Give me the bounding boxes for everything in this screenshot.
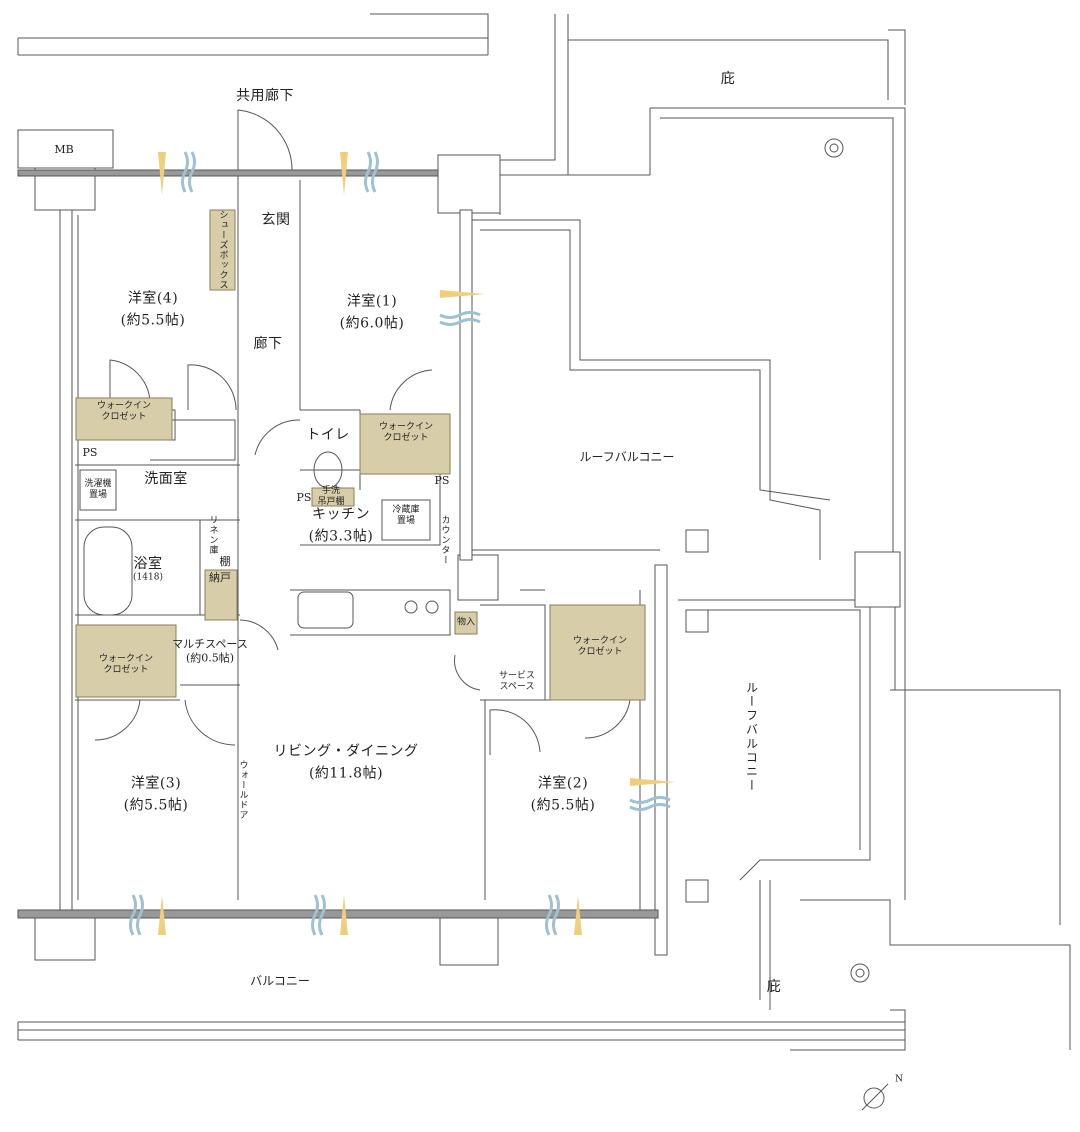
counter-label: カウンター bbox=[439, 515, 450, 565]
service-space-label: サービス スペース bbox=[498, 670, 536, 692]
corridor-railing bbox=[17, 13, 489, 56]
wash-room-label: 洗面室 bbox=[144, 471, 188, 488]
room-4-label: 洋室(4) (約5.5帖) bbox=[120, 290, 186, 328]
bath-label: 浴室 bbox=[133, 556, 163, 573]
toilet-label: トイレ bbox=[306, 427, 350, 444]
ldk-label: リビング・ダイニング (約11.8帖) bbox=[273, 743, 419, 781]
walk-in-closet-label-2: ウォークイン クロゼット bbox=[378, 421, 434, 443]
ps-label-3: PS bbox=[296, 490, 312, 504]
roof-balcony-label-1: ルーフバルコニー bbox=[579, 450, 675, 465]
fridge-space-label: 冷蔵庫 置場 bbox=[392, 504, 420, 526]
walk-in-closet-label-4: ウォークイン クロゼット bbox=[572, 635, 628, 657]
eaves-bottom-label: 庇 bbox=[766, 979, 782, 996]
mb-label: MB bbox=[54, 142, 74, 156]
washer-space-label: 洗濯機 置場 bbox=[84, 478, 112, 500]
roof-balcony-label-2: ルーフバルコニー bbox=[744, 681, 759, 793]
bath-size-label: (1418) bbox=[133, 572, 163, 583]
walk-in-closet-label-1: ウォークイン クロゼット bbox=[96, 400, 152, 422]
ps-label-1: PS bbox=[82, 445, 98, 459]
airflow-markers bbox=[129, 151, 675, 936]
room-2-label: 洋室(2) (約5.5帖) bbox=[530, 775, 596, 813]
compass-rose bbox=[863, 1087, 885, 1109]
linen-storage-label: リネン庫 bbox=[207, 515, 218, 555]
balcony-railing bbox=[17, 1021, 905, 1041]
wall-door-label: ウォールドア bbox=[237, 760, 248, 820]
entrance-label: 玄関 bbox=[261, 212, 291, 229]
room-1-label: 洋室(1) (約6.0帖) bbox=[339, 293, 405, 331]
roof-balcony-outline bbox=[649, 107, 1061, 925]
room-3-label: 洋室(3) (約5.5帖) bbox=[123, 775, 189, 813]
hand-wash-label: 手洗 吊戸棚 bbox=[317, 485, 345, 507]
closets bbox=[75, 209, 646, 701]
storage-label: 物入 bbox=[456, 617, 476, 628]
shared-corridor-label: 共用廊下 bbox=[236, 88, 294, 105]
ps-label-2: PS bbox=[434, 473, 450, 487]
balcony-label: バルコニー bbox=[250, 974, 310, 989]
shoe-box-label: シューズボックス bbox=[217, 210, 228, 290]
closet-storage-label: 納戸 bbox=[209, 570, 231, 584]
kitchen-label: キッチン (約3.3帖) bbox=[308, 506, 374, 544]
eaves-top-label: 庇 bbox=[720, 71, 736, 88]
compass-n-label: N bbox=[895, 1074, 903, 1085]
structural-walls bbox=[17, 129, 901, 966]
shelf-label: 棚 bbox=[219, 554, 231, 568]
multi-space-label: マルチスペース (約0.5帖) bbox=[172, 637, 248, 665]
hallway-label: 廊下 bbox=[253, 336, 283, 353]
walk-in-closet-label-3: ウォークイン クロゼット bbox=[98, 653, 154, 675]
